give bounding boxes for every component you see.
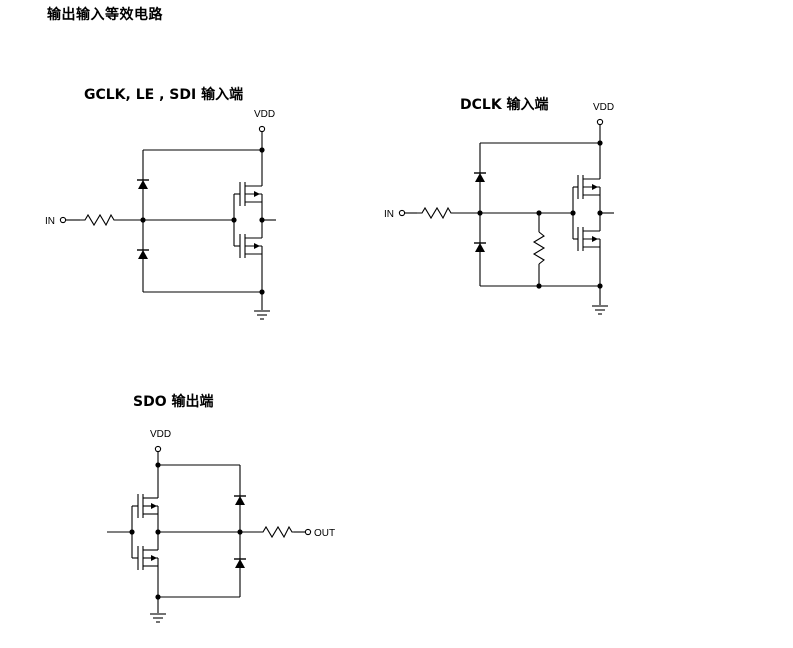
dclk-upper-diode <box>473 172 487 183</box>
dclk-ground <box>591 305 609 315</box>
sdo-out-label: OUT <box>314 528 335 539</box>
dclk-circuit: VDD IN <box>384 102 614 315</box>
gclk-vdd-terminal <box>258 125 266 133</box>
gclk-circuit-title: GCLK, LE , SDI 输入端 <box>84 87 244 103</box>
gclk-in-label: IN <box>45 216 55 227</box>
sdo-output-resistor <box>257 526 295 538</box>
dclk-lower-diode <box>473 242 487 253</box>
dclk-in-label: IN <box>384 209 394 220</box>
page-title: 输出输入等效电路 <box>47 7 163 23</box>
sdo-out-terminal <box>304 528 312 536</box>
sdo-ground <box>149 613 167 623</box>
gclk-lower-diode <box>136 249 150 260</box>
sdo-lower-diode <box>233 558 247 569</box>
sdo-upper-diode <box>233 495 247 506</box>
dclk-in-terminal <box>398 209 406 217</box>
gclk-in-terminal <box>59 216 67 224</box>
dclk-circuit-title: DCLK 输入端 <box>460 97 549 113</box>
sdo-vdd-terminal <box>154 445 162 453</box>
gclk-input-resistor <box>79 214 117 226</box>
sdo-circuit-title: SDO 输出端 <box>133 394 214 410</box>
dclk-pulldown-resistor <box>532 231 546 265</box>
gclk-upper-diode <box>136 179 150 190</box>
dclk-vdd-terminal <box>596 118 604 126</box>
gclk-vdd-label: VDD <box>254 109 275 120</box>
sdo-vdd-label: VDD <box>150 429 171 440</box>
dclk-vdd-label: VDD <box>593 102 614 113</box>
gclk-ground <box>253 310 271 320</box>
sdo-circuit: VDD OUT <box>107 429 335 623</box>
dclk-input-resistor <box>416 207 454 219</box>
gclk-circuit: VDD IN <box>45 109 276 320</box>
